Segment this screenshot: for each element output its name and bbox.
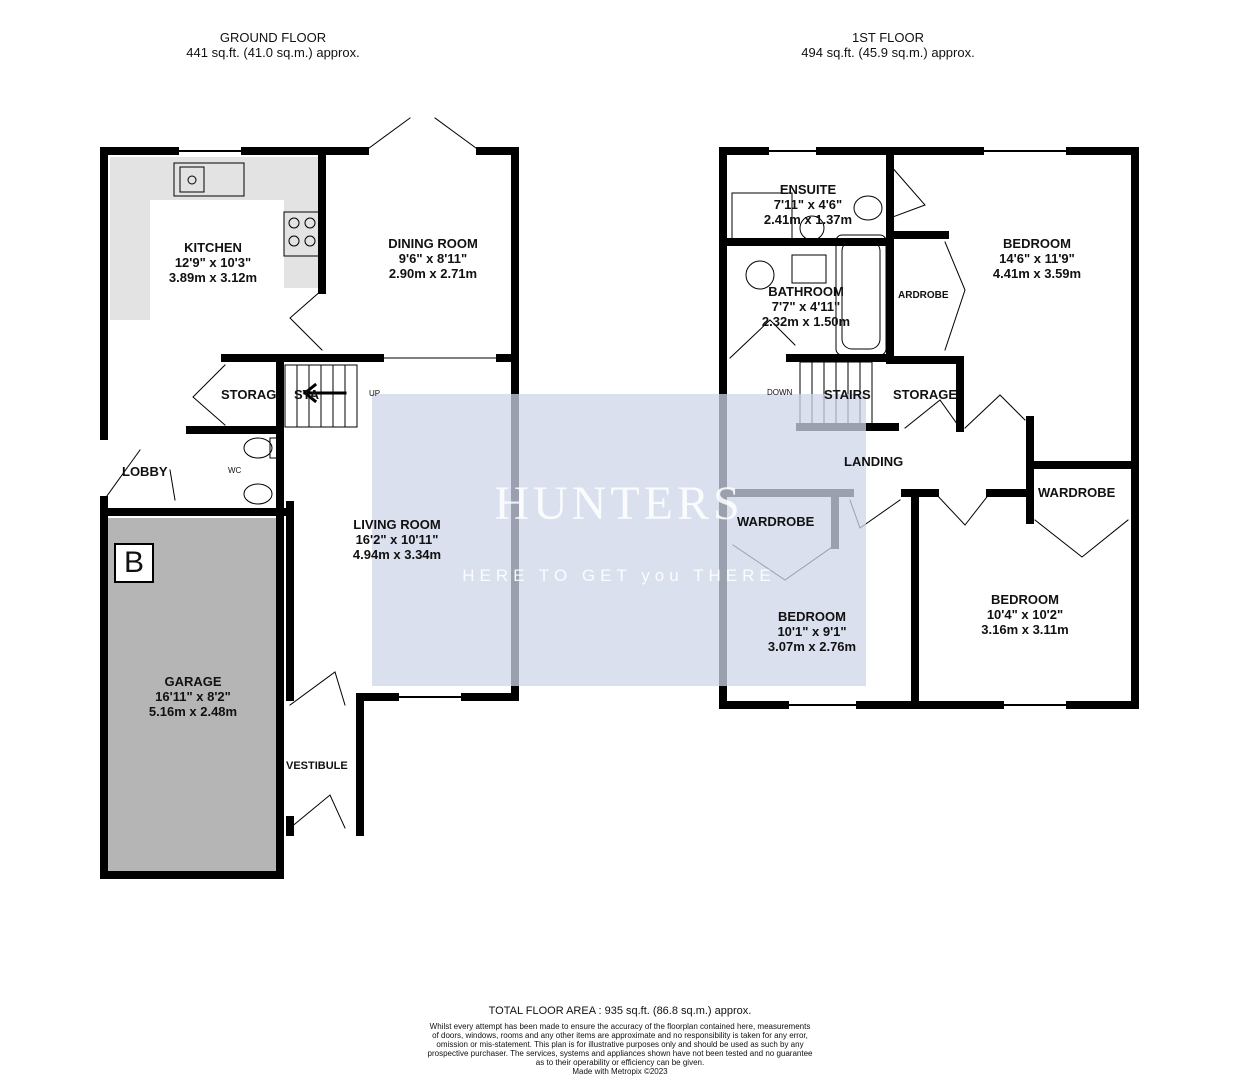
bedroom1-label: BEDROOM 14'6" x 11'9" 4.41m x 3.59m xyxy=(977,236,1097,281)
vestibule-label: VESTIBULE xyxy=(286,760,348,772)
bath-tub xyxy=(835,234,887,356)
bedroom2-imperial: 10'1" x 9'1" xyxy=(777,624,847,639)
dining-label: DINING ROOM 9'6" x 8'11" 2.90m x 2.71m xyxy=(358,236,508,281)
kitchen-floor-fill xyxy=(150,200,284,320)
ground-floor-area: 441 sq.ft. (41.0 sq.m.) approx. xyxy=(186,45,360,60)
disclaimer-line: Whilst every attempt has been made to en… xyxy=(429,1022,811,1031)
wc-label: WC xyxy=(228,466,242,475)
garage-label: GARAGE 16'11" x 8'2" 5.16m x 2.48m xyxy=(123,674,263,719)
garage-imperial: 16'11" x 8'2" xyxy=(155,689,231,704)
wardrobe-right-doors xyxy=(1034,519,1129,558)
first-floor-name: 1ST FLOOR xyxy=(851,30,924,45)
bedroom3-metric: 3.16m x 3.11m xyxy=(981,622,1069,637)
bathroom-label: BATHROOM 7'7" x 4'11" 2.32m x 1.50m xyxy=(746,284,866,329)
down-label: DOWN xyxy=(767,388,793,397)
bedroom2-label: BEDROOM 10'1" x 9'1" 3.07m x 2.76m xyxy=(752,609,872,654)
dining-metric: 2.90m x 2.71m xyxy=(388,266,478,281)
lobby-label: LOBBY xyxy=(122,464,168,479)
watermark-brand: HUNTERS xyxy=(494,477,744,530)
bathroom-fixtures xyxy=(745,254,827,290)
first-floor-header: 1ST FLOOR 494 sq.ft. (45.9 sq.m.) approx… xyxy=(788,30,988,60)
stairs-arrow xyxy=(302,382,347,404)
storage-door xyxy=(192,364,226,426)
ensuite-imperial: 7'11" x 4'6" xyxy=(773,197,843,212)
ensuite-metric: 2.41m x 1.37m xyxy=(763,212,853,227)
bathroom-imperial: 7'7" x 4'11" xyxy=(771,299,841,314)
garage-metric: 5.16m x 2.48m xyxy=(148,704,238,719)
bedroom1-wardrobe-doors xyxy=(944,241,966,351)
vestibule-door-bottom xyxy=(289,794,346,829)
kitchen-imperial: 12'9" x 10'3" xyxy=(174,255,252,270)
bedroom1-imperial: 14'6" x 11'9" xyxy=(999,251,1075,266)
living-name: LIVING ROOM xyxy=(353,517,441,532)
bedroom1-metric: 4.41m x 3.59m xyxy=(992,266,1082,281)
disclaimer-line: as to their operability or efficiency ca… xyxy=(535,1058,705,1067)
living-label: LIVING ROOM 16'2" x 10'11" 4.94m x 3.34m xyxy=(322,517,472,562)
kitchen-metric: 3.89m x 3.12m xyxy=(168,270,258,285)
living-imperial: 16'2" x 10'11" xyxy=(355,532,439,547)
wc-fixtures xyxy=(243,437,279,505)
disclaimer-line: prospective purchaser. The services, sys… xyxy=(427,1049,813,1058)
bedroom1-door xyxy=(964,394,1026,429)
storage-door-first xyxy=(904,399,961,429)
kitchen-sink xyxy=(173,162,245,197)
bathroom-name: BATHROOM xyxy=(768,284,844,299)
kitchen-floor-fill-2 xyxy=(284,288,320,320)
stairs-ground-label: STA xyxy=(294,387,320,402)
ensuite-name: ENSUITE xyxy=(779,182,837,197)
ensuite-shower xyxy=(731,192,793,241)
patio-doors xyxy=(364,117,481,152)
bedroom2-name: BEDROOM xyxy=(778,609,846,624)
bathroom-metric: 2.32m x 1.50m xyxy=(761,314,851,329)
dining-door xyxy=(289,289,323,351)
disclaimer-line: omission or mis-statement. This plan is … xyxy=(436,1040,804,1049)
vestibule-door-top xyxy=(289,671,346,706)
bedroom3-name: BEDROOM xyxy=(991,592,1059,607)
bedroom3-label: BEDROOM 10'4" x 10'2" 3.16m x 3.11m xyxy=(965,592,1085,637)
ground-floor-walls xyxy=(100,147,519,879)
made-with-credit: Made with Metropix ©2023 xyxy=(572,1067,668,1076)
up-label: UP xyxy=(369,389,381,398)
storage-ground-label: STORAG xyxy=(221,387,277,402)
stairs-first-label: STAIRS xyxy=(824,387,871,402)
dining-imperial: 9'6" x 8'11" xyxy=(398,251,468,266)
disclaimer-line: of doors, windows, rooms and any other i… xyxy=(432,1031,808,1040)
bedroom3-door xyxy=(934,492,991,526)
wardrobe-right-label: WARDROBE xyxy=(1038,485,1116,500)
ensuite-label: ENSUITE 7'11" x 4'6" 2.41m x 1.37m xyxy=(748,182,868,227)
first-floor-area: 494 sq.ft. (45.9 sq.m.) approx. xyxy=(801,45,975,60)
landing-label: LANDING xyxy=(844,454,904,469)
watermark-tagline: HERE TO GET you THERE xyxy=(462,566,776,585)
kitchen-label: KITCHEN 12'9" x 10'3" 3.89m x 3.12m xyxy=(153,240,273,285)
ensuite-fixtures xyxy=(799,195,883,241)
storage-first-label: STORAGE xyxy=(893,387,958,402)
ensuite-door xyxy=(889,164,926,219)
bedroom2-metric: 3.07m x 2.76m xyxy=(767,639,857,654)
bathroom-door xyxy=(729,319,796,359)
lobby-door xyxy=(103,449,176,501)
bedroom1-name: BEDROOM xyxy=(1003,236,1071,251)
dining-name: DINING ROOM xyxy=(388,236,478,251)
bedroom3-imperial: 10'4" x 10'2" xyxy=(986,607,1064,622)
disclaimer: Whilst every attempt has been made to en… xyxy=(400,1022,840,1076)
ground-floor-name: GROUND FLOOR xyxy=(219,30,327,45)
epc-badge: B xyxy=(114,543,154,583)
ground-floor-header: GROUND FLOOR 441 sq.ft. (41.0 sq.m.) app… xyxy=(173,30,373,60)
living-metric: 4.94m x 3.34m xyxy=(352,547,442,562)
garage-name: GARAGE xyxy=(164,674,222,689)
total-floor-area: TOTAL FLOOR AREA : 935 sq.ft. (86.8 sq.m… xyxy=(488,1005,752,1017)
wardrobe-partial-label: ARDROBE xyxy=(898,290,949,301)
watermark-panel xyxy=(372,394,866,686)
kitchen-hob xyxy=(283,211,321,257)
kitchen-name: KITCHEN xyxy=(184,240,242,255)
wardrobe-left-label: WARDROBE xyxy=(737,514,815,529)
